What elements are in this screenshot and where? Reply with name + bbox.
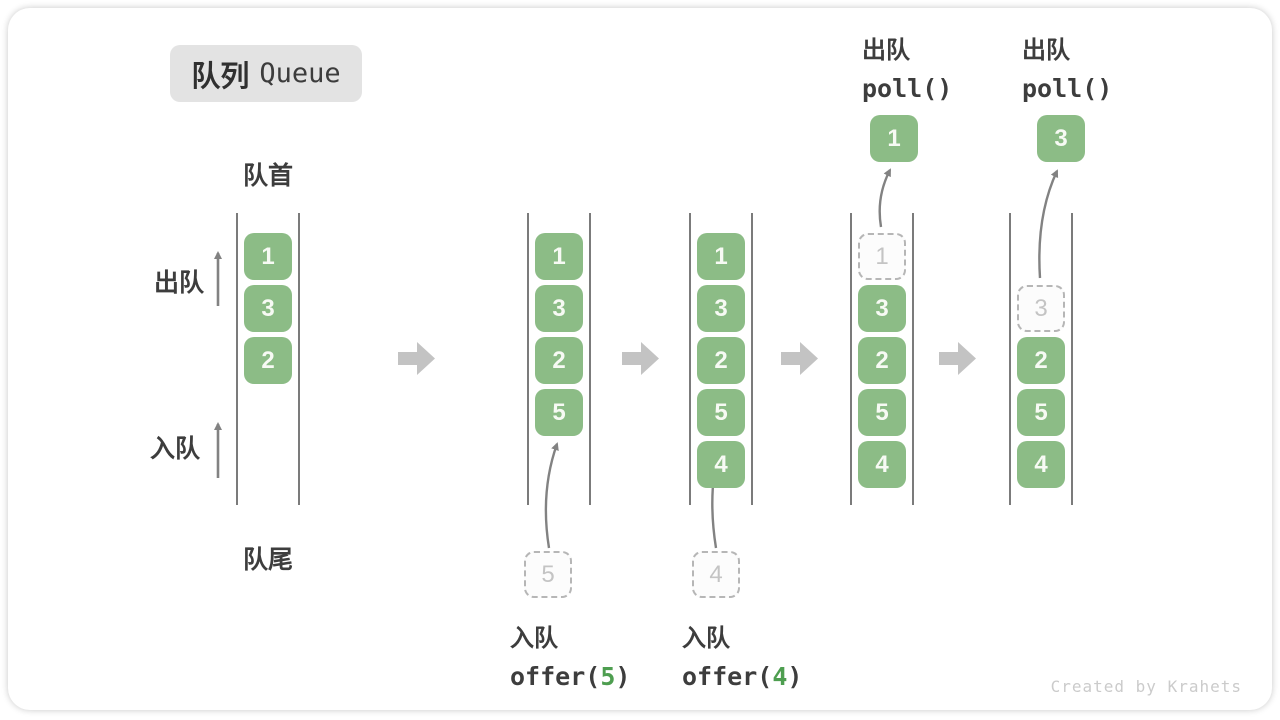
state-after-poll-3-popped-element: 3 [1037, 115, 1085, 162]
state-after-offer-5-slot-1: 1 [535, 233, 583, 280]
state-after-offer-5-pending-element: 5 [524, 551, 572, 598]
state-after-poll-1-slot-1-ghost: 1 [858, 233, 906, 280]
state-after-poll-3-slot-4: 4 [1017, 441, 1065, 488]
op-enqueue-offer-4-code-arg: 4 [772, 662, 788, 691]
op-dequeue-poll-3: 出队 poll() [1022, 30, 1112, 103]
arrow-offer-5 [544, 442, 559, 549]
op-enqueue-offer-4-code-label: offer(4) [682, 662, 802, 691]
title-english: Queue [259, 58, 341, 89]
state-after-poll-1-popped-element: 1 [870, 115, 918, 162]
op-enqueue-offer-5: 入队 offer(5) [510, 618, 630, 691]
title-chip: 队列 Queue [170, 45, 362, 102]
op-enqueue-offer-4-code-prefix: offer( [682, 662, 773, 691]
state-after-offer-5-slot-5: 5 [535, 389, 583, 436]
op-enqueue-offer-4-code-suffix: ) [787, 662, 803, 691]
op-dequeue-poll-3-zh-label: 出队 [1022, 37, 1070, 64]
dequeue-side-label: 出队 [154, 269, 205, 297]
state-after-offer-4-pending-element: 4 [692, 551, 740, 598]
state-transition-arrow-4 [939, 342, 976, 375]
arrow-poll-1 [878, 168, 892, 228]
state-after-poll-3-slot-5: 5 [1017, 389, 1065, 436]
title-chinese: 队列 [191, 60, 250, 93]
state-after-offer-4-slot-4: 4 [697, 441, 745, 488]
state-after-poll-1-slot-4: 4 [858, 441, 906, 488]
state-after-poll-3-slot-3-ghost: 3 [1017, 285, 1065, 332]
state-after-poll-3-slot-2: 2 [1017, 337, 1065, 384]
queue-front-label: 队首 [242, 162, 293, 190]
queue-rear-label: 队尾 [242, 546, 293, 574]
state-after-poll-1-slot-2: 2 [858, 337, 906, 384]
state-transition-arrow-2 [622, 342, 659, 375]
arrow-poll-3 [1038, 169, 1059, 279]
state-initial-slot-1: 1 [244, 233, 292, 280]
op-dequeue-poll-1: 出队 poll() [862, 30, 952, 103]
state-initial-slot-2: 2 [244, 337, 292, 384]
state-after-poll-1-slot-3: 3 [858, 285, 906, 332]
enqueue-side-label: 入队 [150, 435, 201, 463]
op-dequeue-poll-1-zh-label: 出队 [862, 37, 910, 64]
op-enqueue-offer-5-zh-label: 入队 [510, 625, 558, 652]
state-after-offer-4-slot-3: 3 [697, 285, 745, 332]
op-dequeue-poll-1-code-label: poll() [862, 74, 952, 103]
op-dequeue-poll-3-code-prefix: poll() [1022, 74, 1113, 103]
op-enqueue-offer-4: 入队 offer(4) [682, 618, 802, 691]
op-enqueue-offer-5-code-prefix: offer( [510, 662, 601, 691]
watermark-credit: Created by Krahets [1050, 677, 1242, 696]
state-transition-arrow-3 [781, 342, 818, 375]
state-transition-arrow-1 [398, 342, 435, 375]
op-dequeue-poll-1-code-prefix: poll() [862, 74, 953, 103]
state-after-offer-4-slot-1: 1 [697, 233, 745, 280]
state-after-poll-1-slot-5: 5 [858, 389, 906, 436]
state-after-offer-4-slot-5: 5 [697, 389, 745, 436]
op-dequeue-poll-3-code-label: poll() [1022, 74, 1112, 103]
state-after-offer-5-slot-3: 3 [535, 285, 583, 332]
state-after-offer-4-slot-2: 2 [697, 337, 745, 384]
op-enqueue-offer-5-code-label: offer(5) [510, 662, 630, 691]
state-after-offer-5-slot-2: 2 [535, 337, 583, 384]
op-enqueue-offer-4-zh-label: 入队 [682, 625, 730, 652]
op-enqueue-offer-5-code-arg: 5 [600, 662, 616, 691]
op-enqueue-offer-5-code-suffix: ) [615, 662, 631, 691]
state-initial-slot-3: 3 [244, 285, 292, 332]
